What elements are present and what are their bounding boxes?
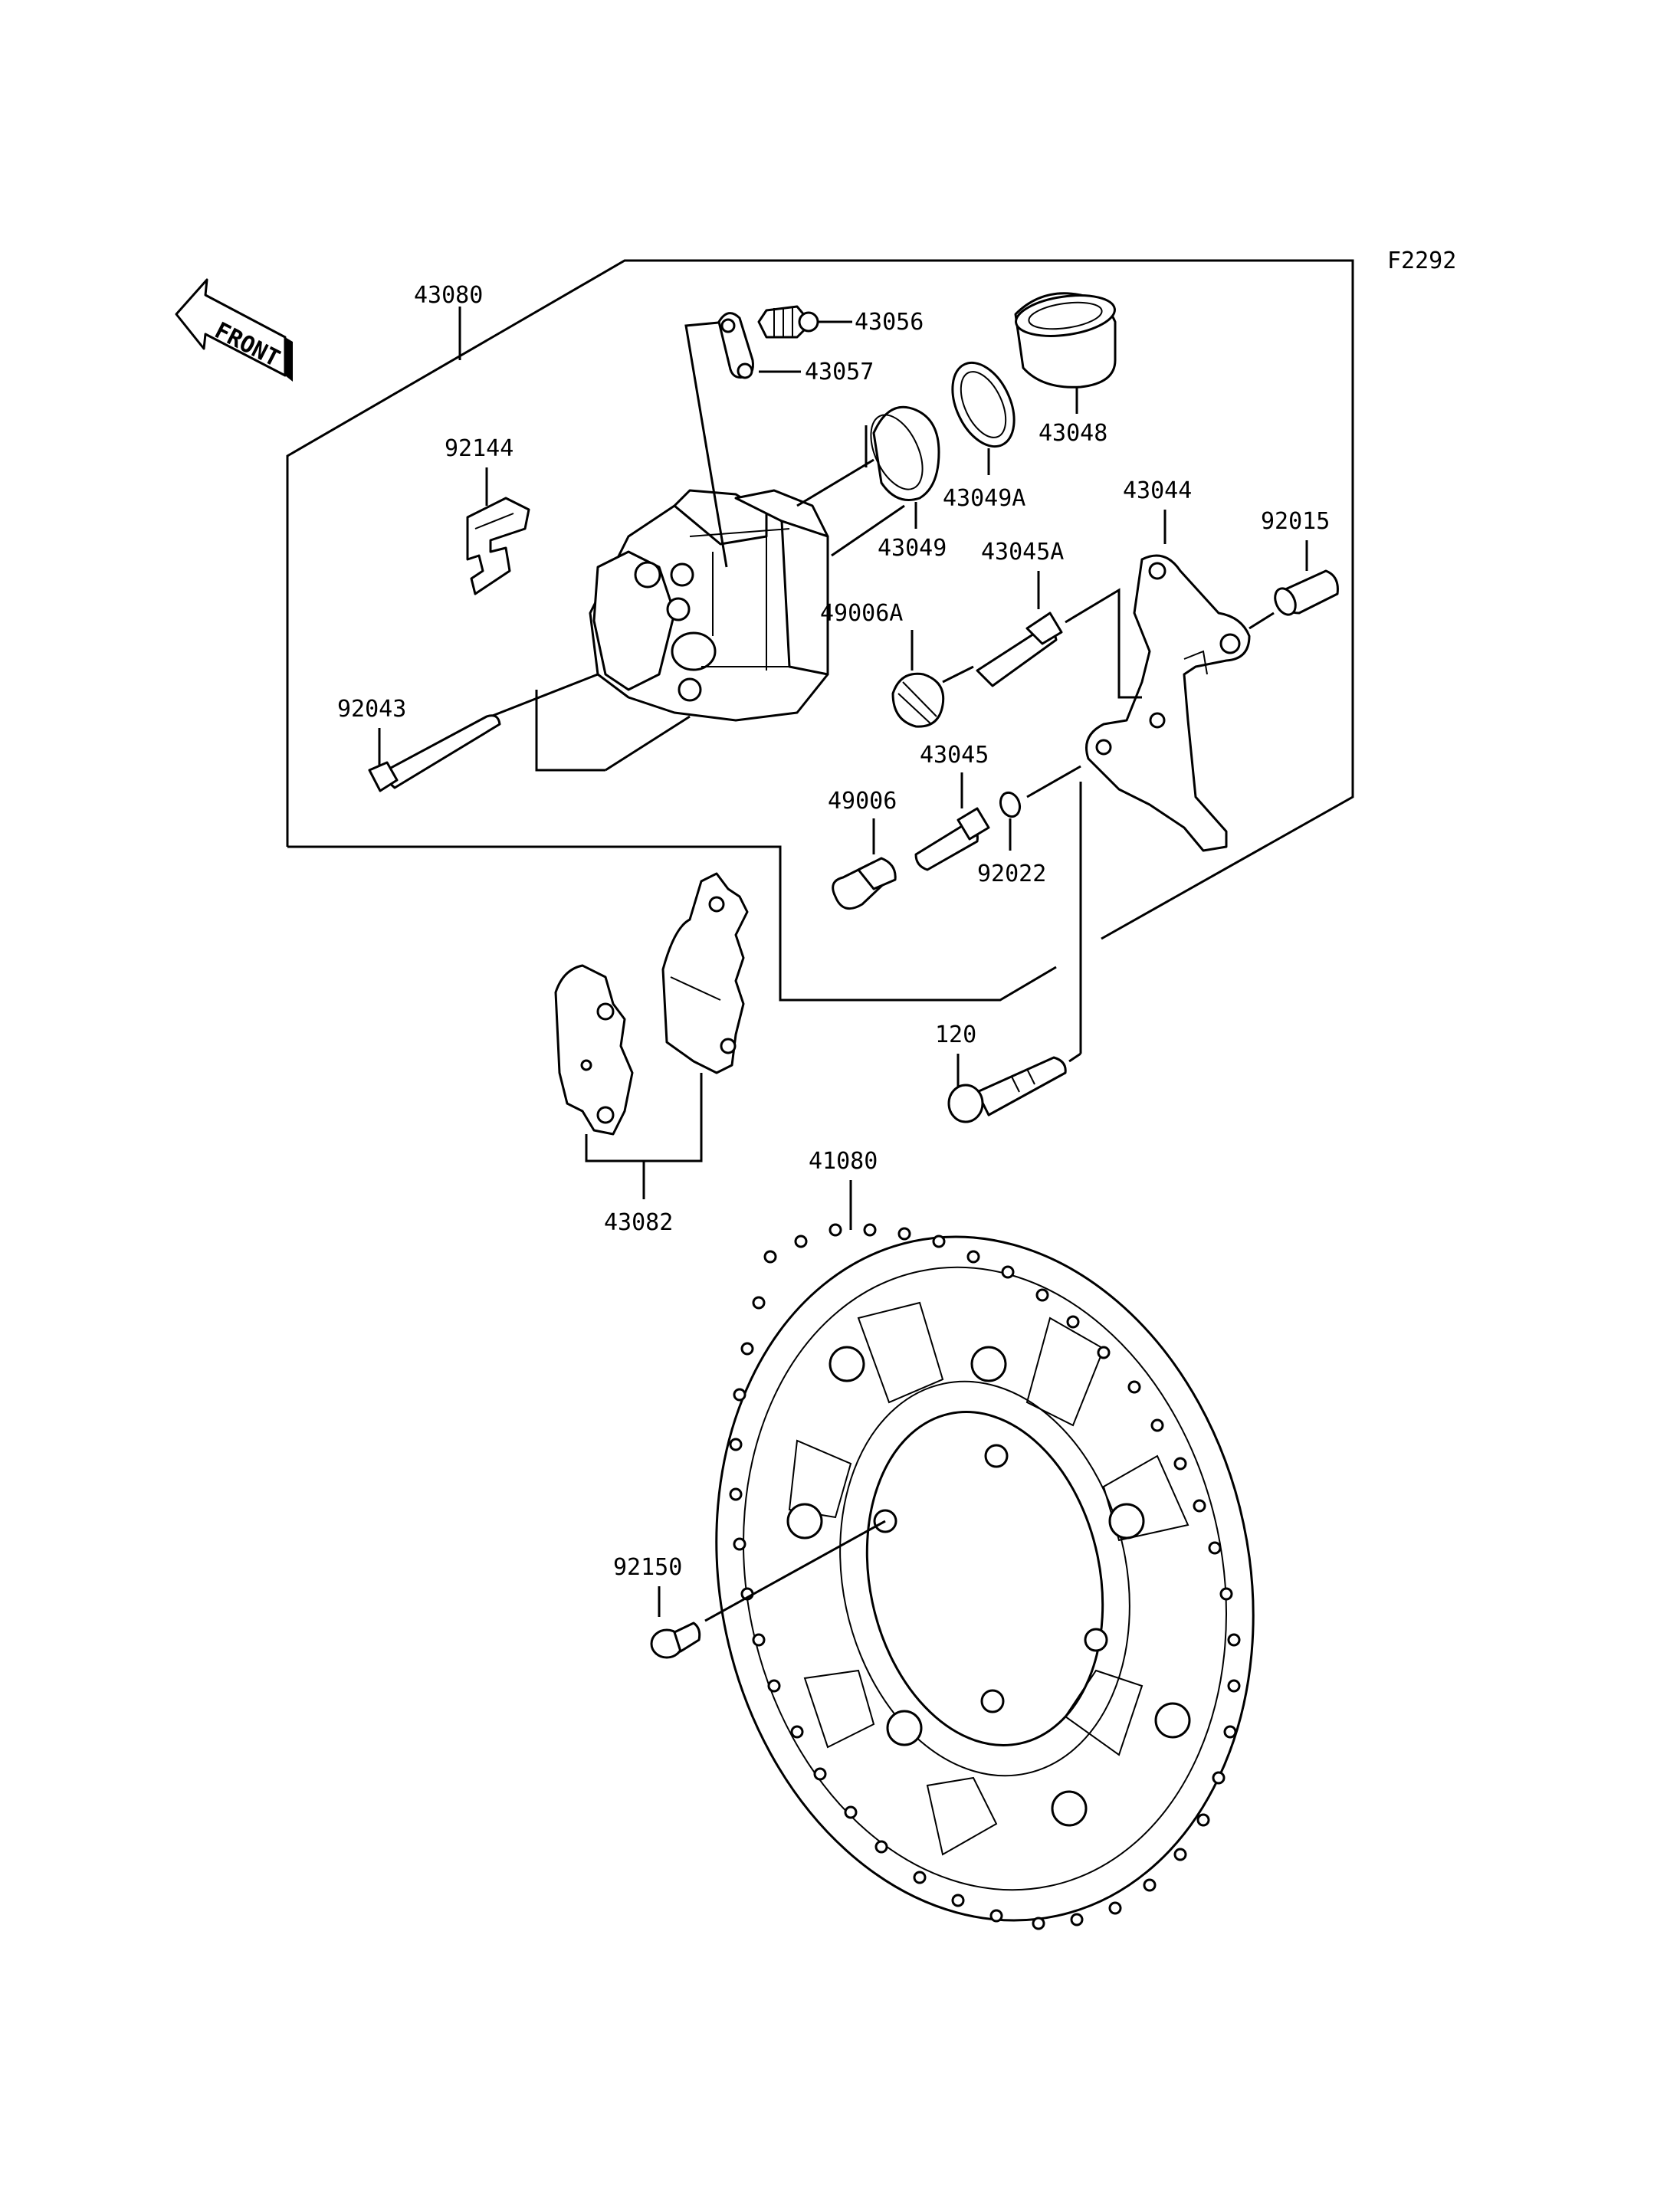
label-41080: 41080 (809, 1148, 878, 1175)
dust-seal (951, 361, 1016, 448)
label-43044: 43044 (1123, 477, 1192, 504)
boot-a (891, 672, 945, 728)
pad-pin (368, 714, 501, 792)
pad-spring (466, 497, 530, 595)
label-92022: 92022 (977, 861, 1046, 887)
slide-pin (914, 807, 990, 871)
label-43056: 43056 (855, 309, 924, 336)
figure-code: F2292 (1387, 248, 1456, 274)
label-43049A: 43049A (943, 485, 1025, 512)
slide-pin-a (976, 612, 1063, 687)
caliper-bracket (1085, 554, 1251, 852)
label-49006: 49006 (828, 788, 897, 815)
brake-caliper (589, 489, 829, 722)
label-43045A: 43045A (981, 539, 1064, 566)
brake-pad-inner (554, 964, 634, 1136)
label-49006A: 49006A (820, 600, 903, 627)
mounting-bolt (947, 1056, 1067, 1123)
label-92015: 92015 (1261, 508, 1330, 535)
collar (1274, 569, 1339, 616)
bleeder-valve (757, 305, 819, 339)
label-92144: 92144 (445, 435, 514, 462)
bleeder-cap (717, 312, 754, 379)
label-43049: 43049 (878, 535, 947, 562)
label-43048: 43048 (1039, 420, 1107, 447)
label-92150: 92150 (613, 1554, 682, 1581)
caliper-piston (1014, 292, 1117, 389)
circlip (999, 791, 1022, 818)
brake-pad-outer (661, 872, 749, 1074)
label-43080: 43080 (414, 282, 483, 309)
label-43045: 43045 (920, 742, 989, 769)
piston-seal (870, 405, 940, 501)
label-43057: 43057 (805, 359, 874, 385)
disc-bolt (650, 1622, 701, 1659)
label-120: 120 (935, 1021, 976, 1048)
caliper-assembly-outline (286, 259, 1354, 940)
front-arrow-icon: FRONT (175, 278, 293, 382)
label-92043: 92043 (337, 696, 406, 723)
label-43082: 43082 (604, 1209, 673, 1236)
brake-disc (715, 1223, 1255, 1930)
boot (832, 857, 897, 910)
